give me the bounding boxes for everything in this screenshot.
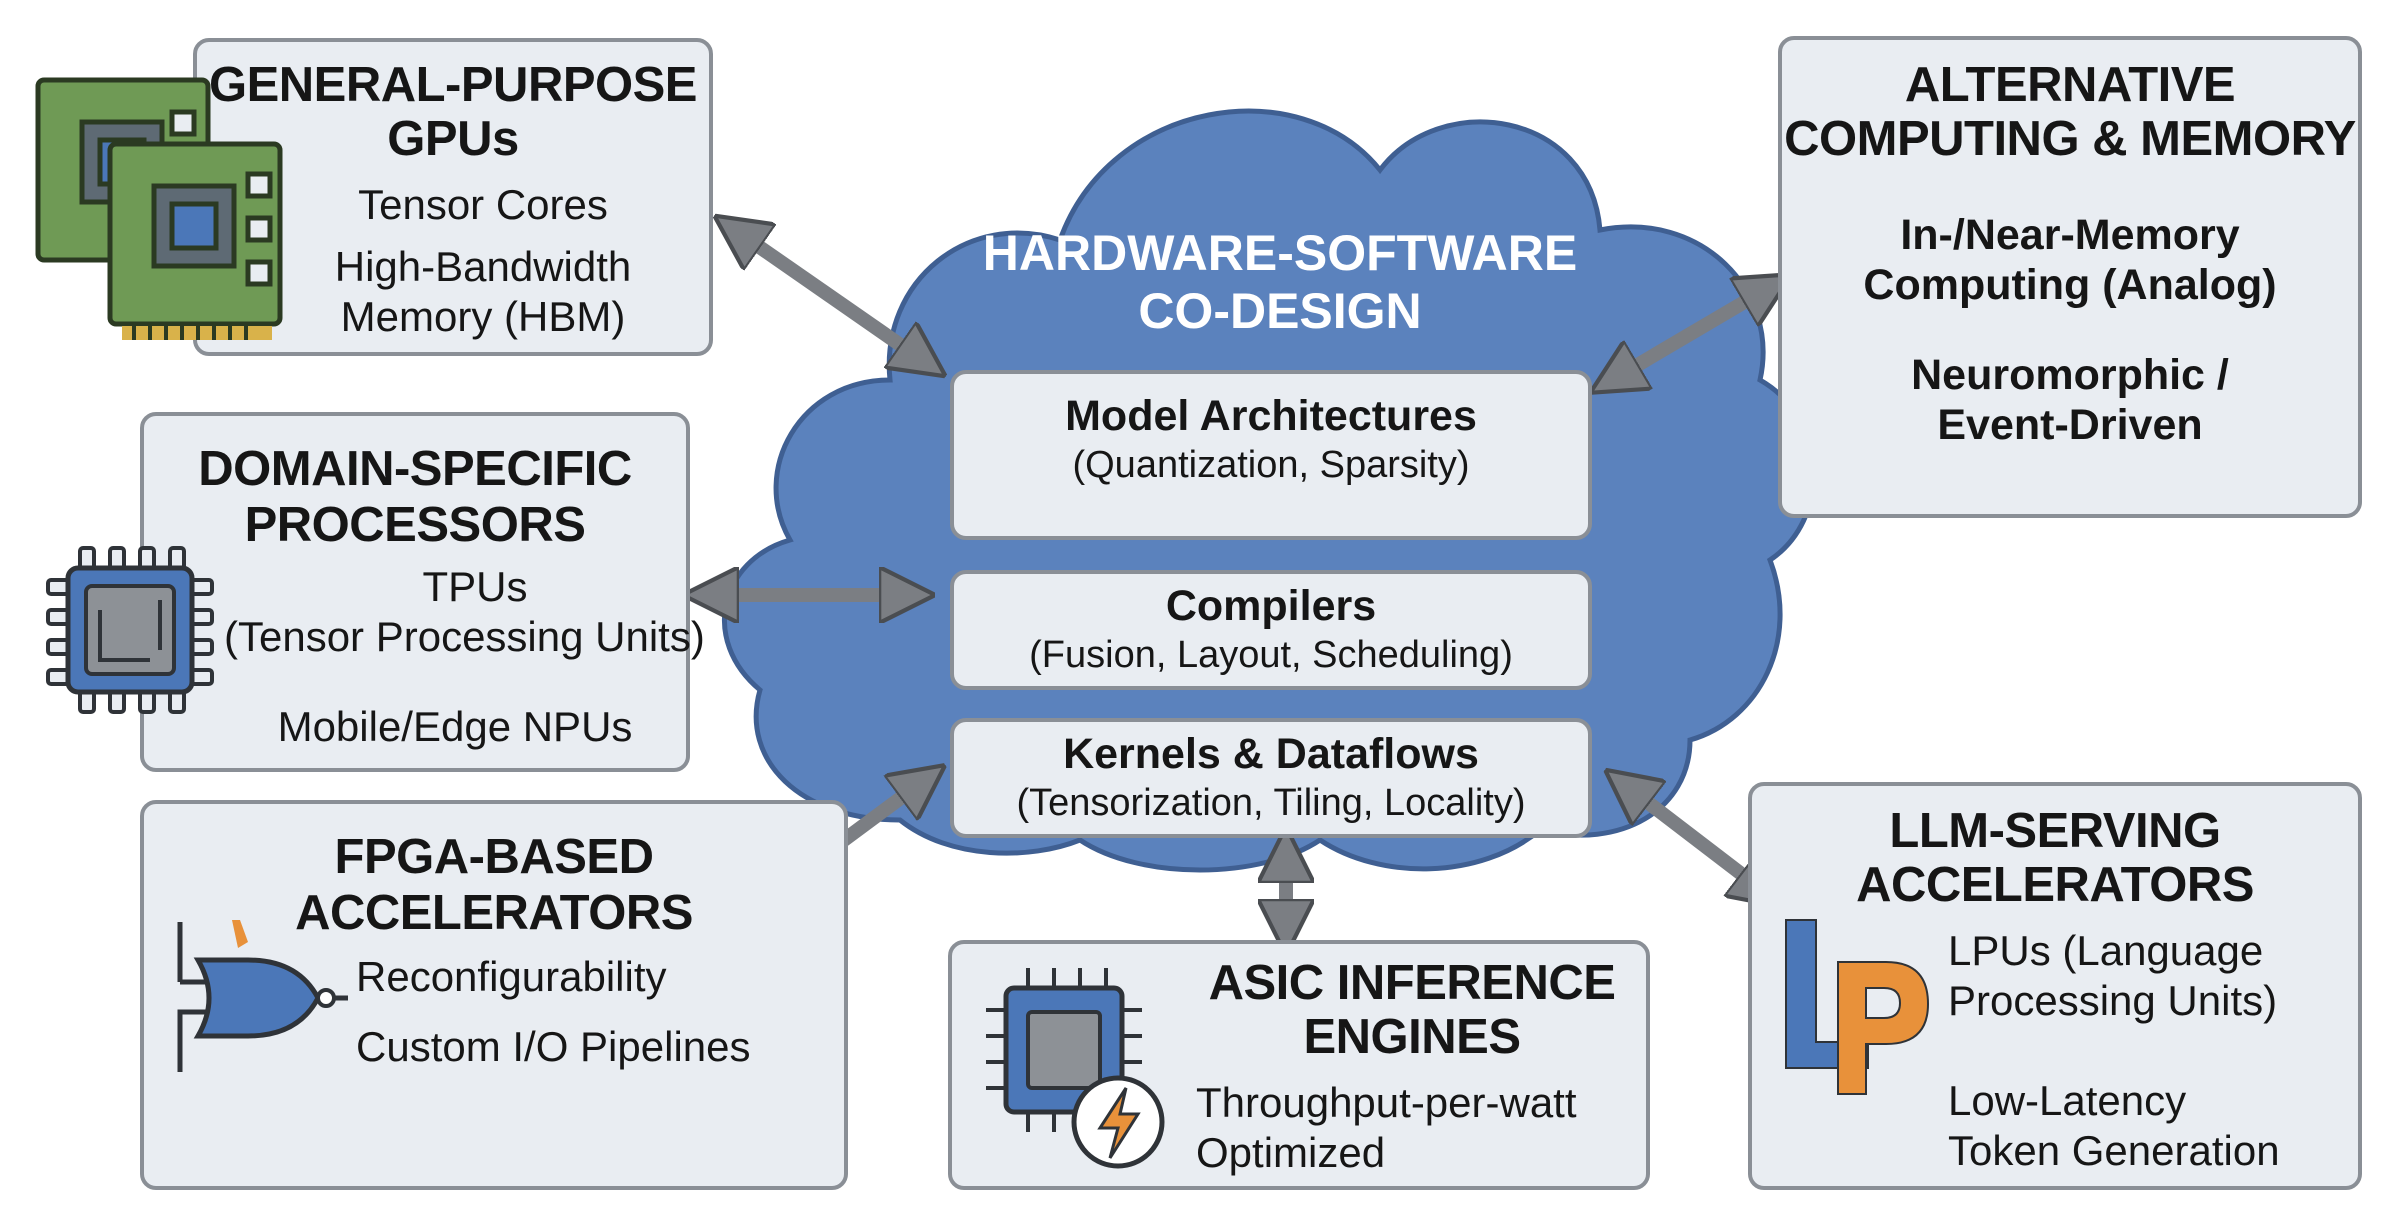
- layer-kernels-dataflows-name: Kernels & Dataflows: [1063, 730, 1479, 778]
- llm-item-lpus-line1: LPUs (Language: [1948, 927, 2264, 974]
- alt-item-neuromorphic-line1: Neuromorphic /: [1911, 351, 2229, 399]
- alt-item-memory-line2: Computing (Analog): [1863, 261, 2277, 309]
- layer-model-architectures-name: Model Architectures: [1065, 392, 1477, 440]
- domain-title-line2: PROCESSORS: [244, 498, 586, 552]
- alternative-computing-box: ALTERNATIVE COMPUTING & MEMORY In-/Near-…: [1778, 36, 2362, 518]
- llm-title-line1: LLM-SERVING: [1889, 804, 2221, 858]
- lp-logo-icon: [1785, 919, 1930, 1095]
- fpga-item-custom-io: Custom I/O Pipelines: [356, 1023, 751, 1070]
- alt-item-memory-line1: In-/Near-Memory: [1900, 211, 2240, 259]
- gpu-card-icon: [35, 77, 283, 340]
- alt-title-line2: COMPUTING & MEMORY: [1784, 112, 2356, 166]
- asic-chip-bolt-icon: [986, 968, 1165, 1169]
- domain-item-tpus-line1: TPUs: [422, 563, 528, 610]
- processor-chip-icon: [46, 546, 214, 714]
- asic-item-throughput-line2: Optimized: [1196, 1129, 1386, 1176]
- gpus-box: GENERAL-PURPOSE GPUs Tensor Cores High-B…: [193, 38, 713, 356]
- cloud-title-line2: CO-DESIGN: [1138, 283, 1422, 339]
- layer-model-architectures-detail: (Quantization, Sparsity): [1072, 444, 1470, 486]
- domain-item-tpus-line2: (Tensor Processing Units): [224, 613, 705, 660]
- arrow-gpus-cloud: [735, 230, 925, 362]
- domain-specific-box: DOMAIN-SPECIFIC PROCESSORS TPUs (Tensor …: [140, 412, 705, 772]
- asic-title-line1: ASIC INFERENCE: [1208, 956, 1616, 1010]
- gpus-title-line2: GPUs: [387, 112, 519, 166]
- layer-compilers: Compilers (Fusion, Layout, Scheduling): [950, 570, 1592, 690]
- arrow-alt-cloud: [1612, 287, 1770, 380]
- domain-item-npus: Mobile/Edge NPUs: [277, 703, 633, 750]
- gpus-item-tensor-cores: Tensor Cores: [358, 181, 608, 228]
- layer-kernels-dataflows: Kernels & Dataflows (Tensorization, Tili…: [950, 718, 1592, 838]
- alt-title-line1: ALTERNATIVE: [1904, 58, 2236, 112]
- asic-item-throughput-line1: Throughput-per-watt: [1196, 1079, 1577, 1126]
- layer-compilers-detail: (Fusion, Layout, Scheduling): [1029, 634, 1513, 676]
- gpus-item-hbm-line1: High-Bandwidth: [334, 243, 632, 290]
- fpga-title-line2: ACCELERATORS: [295, 886, 693, 940]
- fpga-title-line1: FPGA-BASED: [334, 830, 654, 884]
- cloud-title-line1: HARDWARE-SOFTWARE: [982, 225, 1578, 281]
- llm-item-lpus-line2: Processing Units): [1948, 977, 2278, 1024]
- layer-kernels-dataflows-detail: (Tensorization, Tiling, Locality): [1016, 782, 1526, 824]
- fpga-item-reconfigurability: Reconfigurability: [356, 953, 667, 1000]
- layer-model-architectures: Model Architectures (Quantization, Spars…: [950, 370, 1592, 540]
- llm-serving-box: LLM-SERVING ACCELERATORS LPUs (Language …: [1748, 782, 2362, 1190]
- alt-item-neuromorphic-line2: Event-Driven: [1937, 401, 2203, 449]
- layer-compilers-name: Compilers: [1165, 582, 1377, 630]
- gpus-title-line1: GENERAL-PURPOSE: [208, 58, 698, 112]
- domain-title-line1: DOMAIN-SPECIFIC: [198, 442, 632, 496]
- asic-title-line2: ENGINES: [1303, 1010, 1521, 1064]
- llm-item-latency-line1: Low-Latency: [1948, 1077, 2187, 1124]
- arrow-llm-cloud: [1625, 785, 1765, 892]
- logic-gate-icon: [177, 920, 348, 1072]
- llm-title-line2: ACCELERATORS: [1856, 858, 2254, 912]
- gpus-item-hbm-line2: Memory (HBM): [340, 293, 626, 340]
- llm-item-latency-line2: Token Generation: [1948, 1127, 2280, 1174]
